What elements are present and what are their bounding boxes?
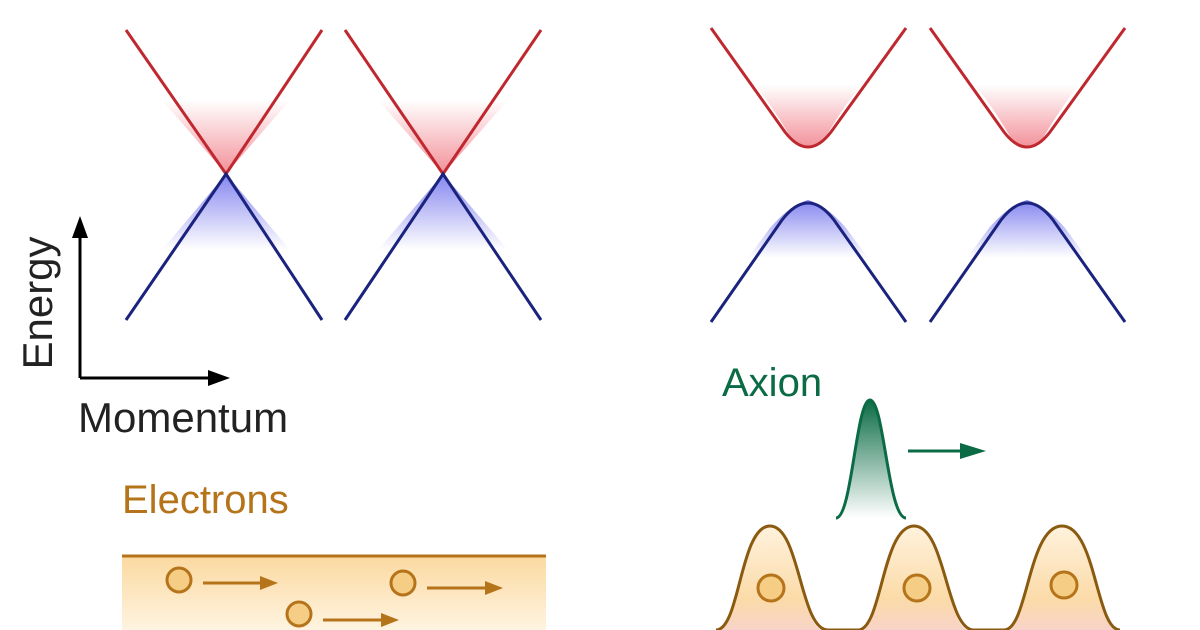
momentum-axis-label: Momentum bbox=[78, 394, 288, 441]
energy-momentum-axes bbox=[72, 216, 230, 386]
localized-electron-3 bbox=[1049, 570, 1079, 600]
electron-3 bbox=[285, 600, 399, 628]
gapped-band-1 bbox=[709, 27, 908, 323]
localized-electron-2 bbox=[902, 573, 932, 603]
axion-arrow bbox=[908, 443, 986, 459]
dirac-cone-2 bbox=[343, 29, 543, 321]
localized-electron-1 bbox=[756, 573, 786, 603]
electrons-label: Electrons bbox=[122, 478, 289, 522]
energy-axis-label: Energy bbox=[14, 236, 61, 369]
gapped-band-2 bbox=[928, 27, 1127, 323]
axion-wavepacket bbox=[835, 398, 907, 520]
axion-label: Axion bbox=[722, 361, 822, 405]
electron-band bbox=[122, 554, 546, 630]
electron-1 bbox=[165, 566, 278, 594]
dirac-cone-1 bbox=[124, 29, 324, 321]
electron-2 bbox=[389, 569, 503, 597]
